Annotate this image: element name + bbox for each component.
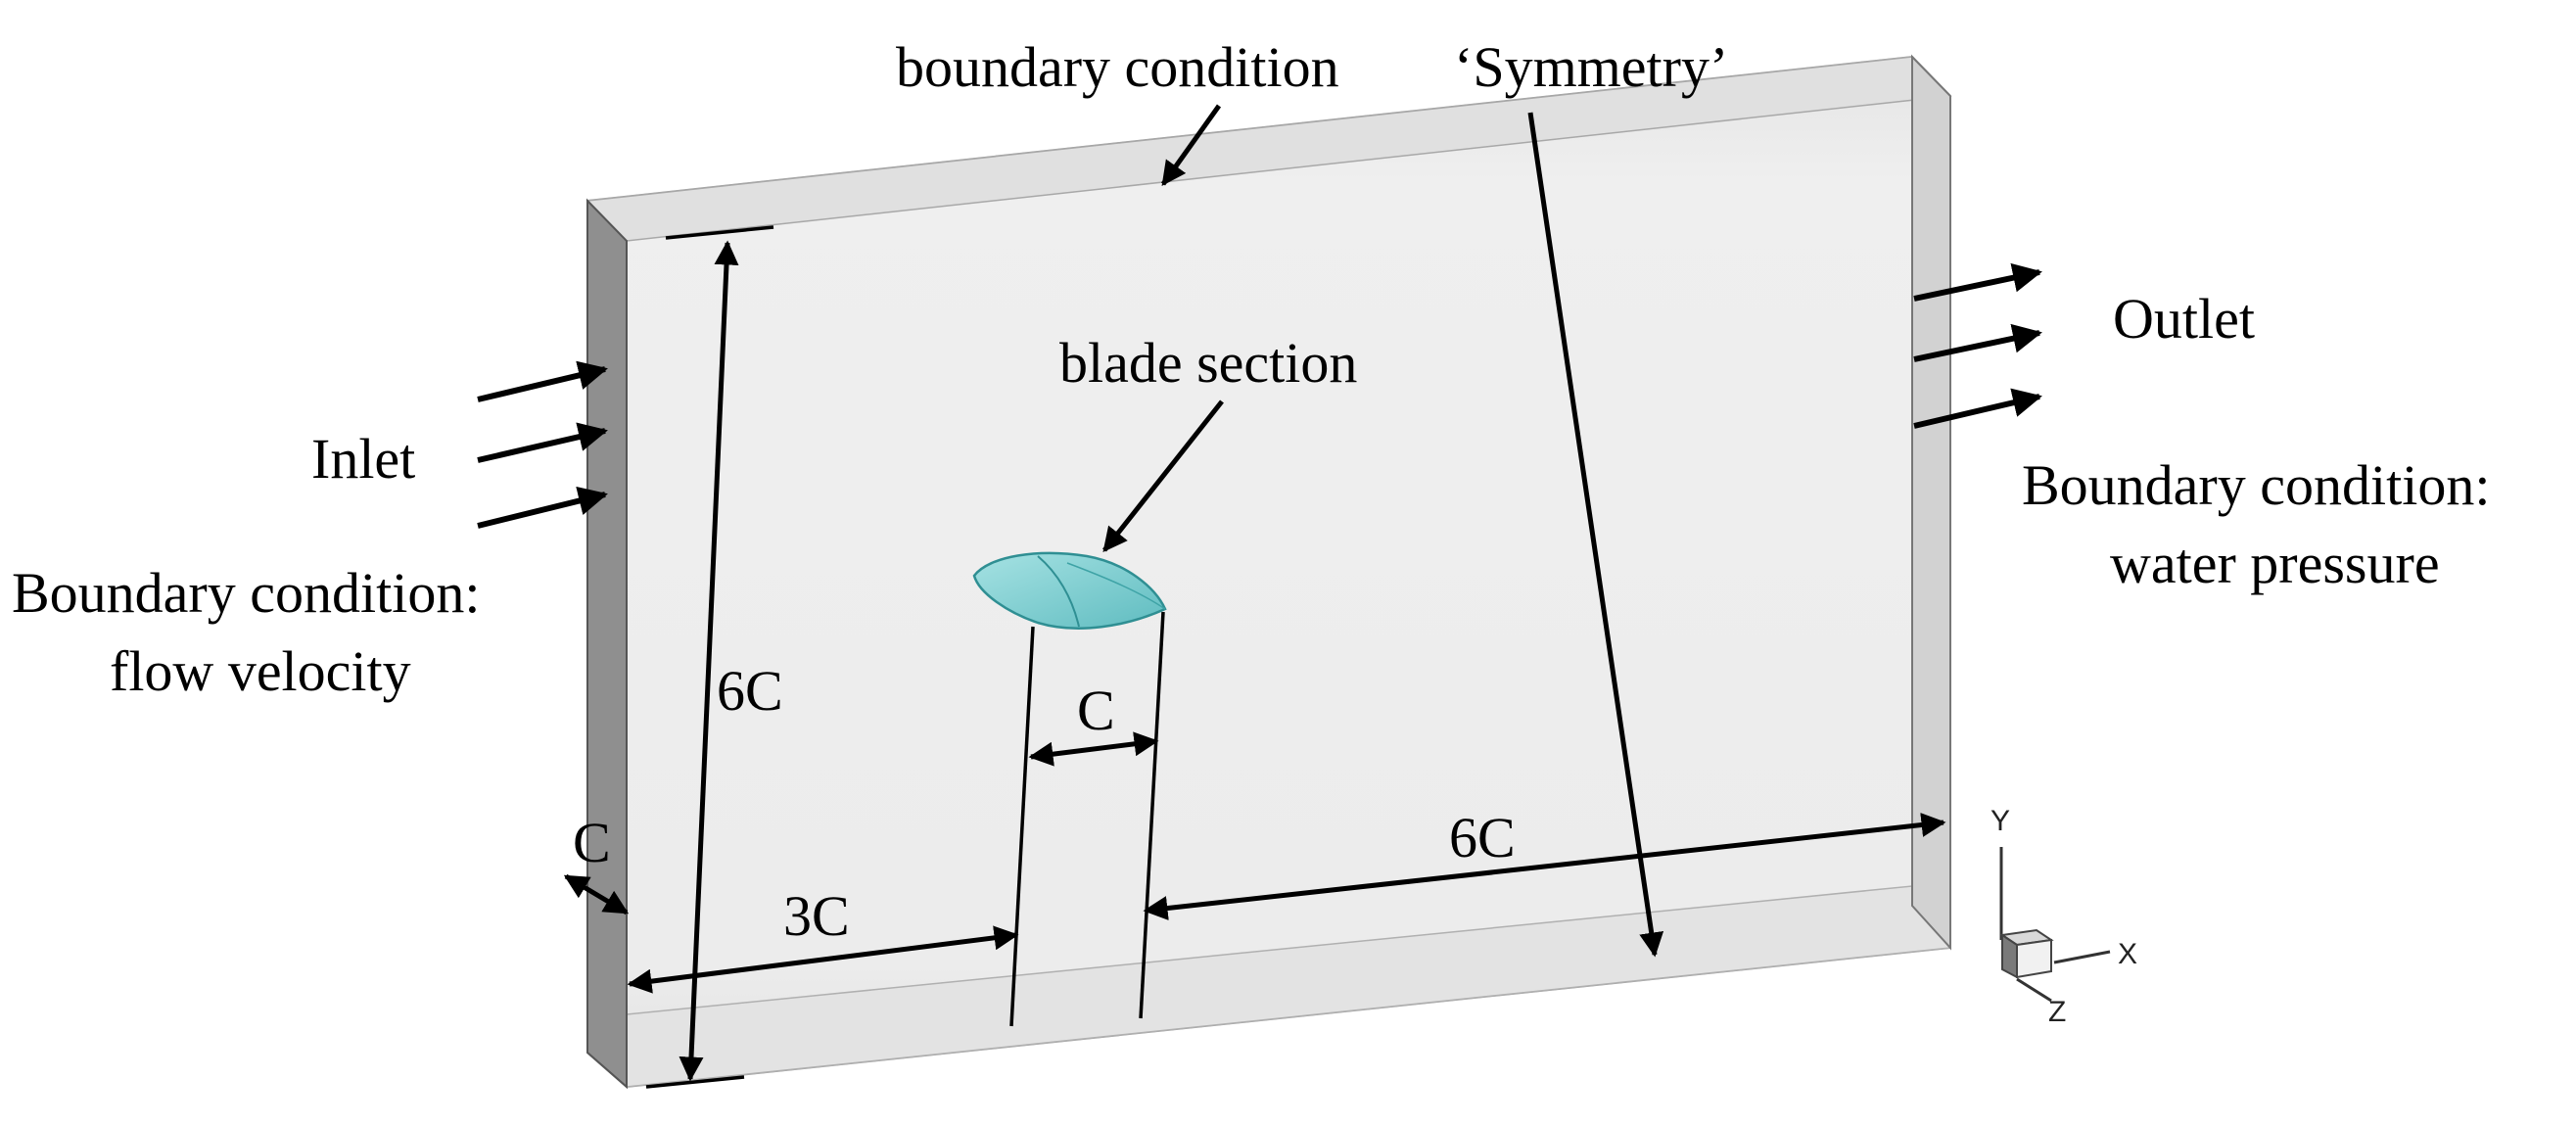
downstream-dim-label: 6C [1449, 806, 1516, 869]
outlet-bc-line1: Boundary condition: [2022, 453, 2490, 517]
outlet-flow-arrows [1913, 262, 2042, 429]
upstream-dim-arrow [627, 925, 1019, 994]
chord-dim-label: C [1077, 679, 1115, 742]
y-axis-label: Y [1991, 805, 2010, 837]
height-dim-label: 6C [717, 659, 783, 723]
blade-section-shape [972, 551, 1167, 630]
inlet-flow-arrows [477, 360, 608, 529]
depth-dim-label: C [573, 811, 611, 874]
outlet-label: Outlet [2113, 287, 2255, 351]
symmetry-label: ‘Symmetry’ [1454, 35, 1728, 99]
top-bc-arrow [1160, 104, 1222, 187]
inlet-label: Inlet [311, 427, 415, 491]
axis-cube [1999, 928, 2054, 979]
x-axis-label: X [2118, 938, 2137, 970]
inlet-bc-line2: flow velocity [110, 639, 411, 703]
height-tick-top [665, 225, 774, 240]
downstream-dim-arrow [1143, 813, 1946, 920]
outlet-face [1911, 54, 1951, 951]
blade-section-label: blade section [1059, 331, 1357, 395]
outlet-bc-line2: water pressure [2110, 532, 2440, 595]
upstream-dim-label: 3C [783, 884, 850, 948]
x-axis-line [2053, 950, 2111, 964]
inlet-bc-line1: Boundary condition: [12, 561, 480, 625]
inlet-face [586, 198, 628, 1090]
chord-dim-arrow [1028, 731, 1159, 767]
axis-triad: Y X Z [1991, 805, 2137, 1028]
z-axis-label: Z [2048, 996, 2066, 1028]
top-bc-label: boundary condition [896, 35, 1339, 99]
depth-dim-arrow [563, 873, 630, 915]
blade-section-arrow [1102, 399, 1224, 552]
z-axis-line [2016, 977, 2052, 1003]
symmetry-arrow [1527, 112, 1664, 958]
